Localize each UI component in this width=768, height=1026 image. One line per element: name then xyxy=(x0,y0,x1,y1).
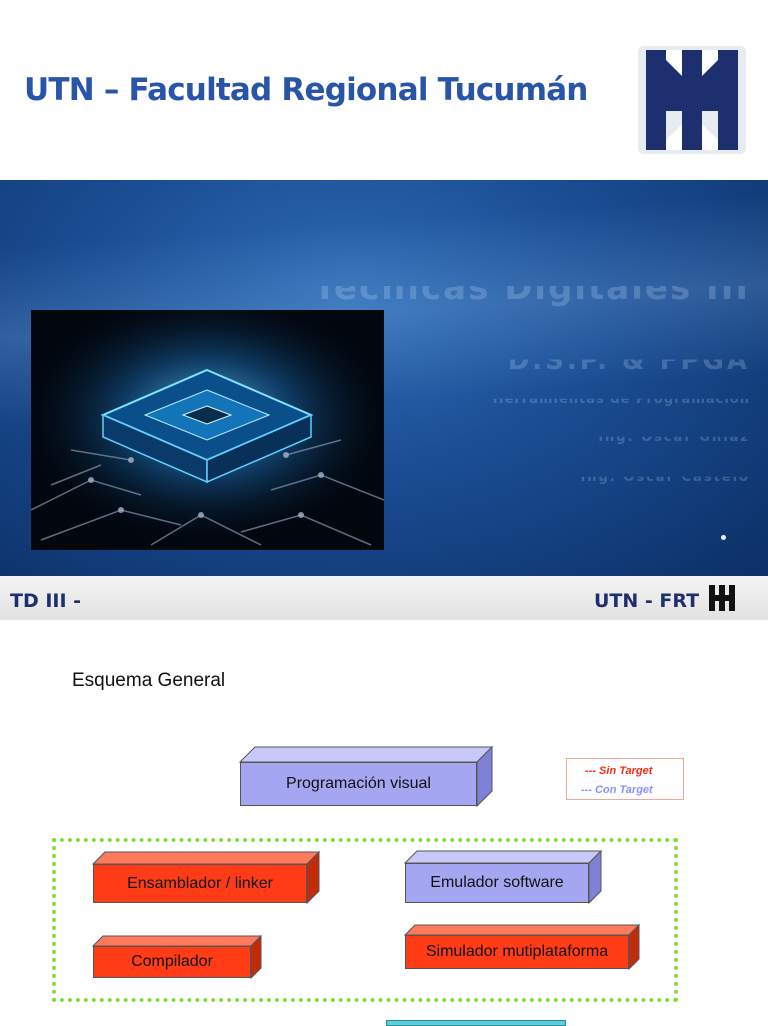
block-label: Compilador xyxy=(131,953,213,970)
block-emulador-software: Emulador software xyxy=(403,849,603,905)
banner-ghost-text: Ing. Oscar Castelo xyxy=(580,470,750,485)
block-programacion-visual: Programación visual xyxy=(238,745,494,808)
banner-ghost-text: Ing. Oscar Ghiaz xyxy=(598,430,750,445)
footer-bar: TD III - UTN - FRT xyxy=(0,576,768,620)
target-group-frame xyxy=(52,838,678,1002)
banner-ghost-text: D.S.P. & FPGA xyxy=(507,346,750,377)
chip-image xyxy=(31,310,384,550)
block-compilador: Compilador xyxy=(91,934,263,980)
page-title: UTN – Facultad Regional Tucumán xyxy=(24,72,588,108)
legend-sin-target: --- Sin Target xyxy=(585,765,653,777)
slide-title: Esquema General xyxy=(72,670,226,691)
legend: --- Sin Target --- Con Target xyxy=(566,758,684,800)
block-label: Programación visual xyxy=(286,775,431,792)
utn-logo-small xyxy=(709,585,735,611)
partial-block xyxy=(386,1020,566,1026)
banner-ghost-text: Técnicas Digitales III xyxy=(313,268,750,308)
footer-course-label: TD III - xyxy=(10,590,82,612)
block-label: Simulador mutiplataforma xyxy=(425,943,609,960)
banner-ghost-text: Herramientas de Programación xyxy=(492,392,750,407)
utn-logo xyxy=(638,46,746,154)
block-ensamblador: Ensamblador / linker xyxy=(91,850,321,905)
block-label: Emulador software xyxy=(430,874,564,891)
decorative-dot xyxy=(721,535,726,540)
footer-institution-label: UTN - FRT xyxy=(594,590,700,612)
legend-con-target: --- Con Target xyxy=(581,784,653,796)
block-simulador-multiplataforma: Simulador mutiplataforma xyxy=(403,923,641,971)
title-banner: Técnicas Digitales III D.S.P. & FPGA Her… xyxy=(0,180,768,576)
block-label: Ensamblador / linker xyxy=(127,874,273,892)
